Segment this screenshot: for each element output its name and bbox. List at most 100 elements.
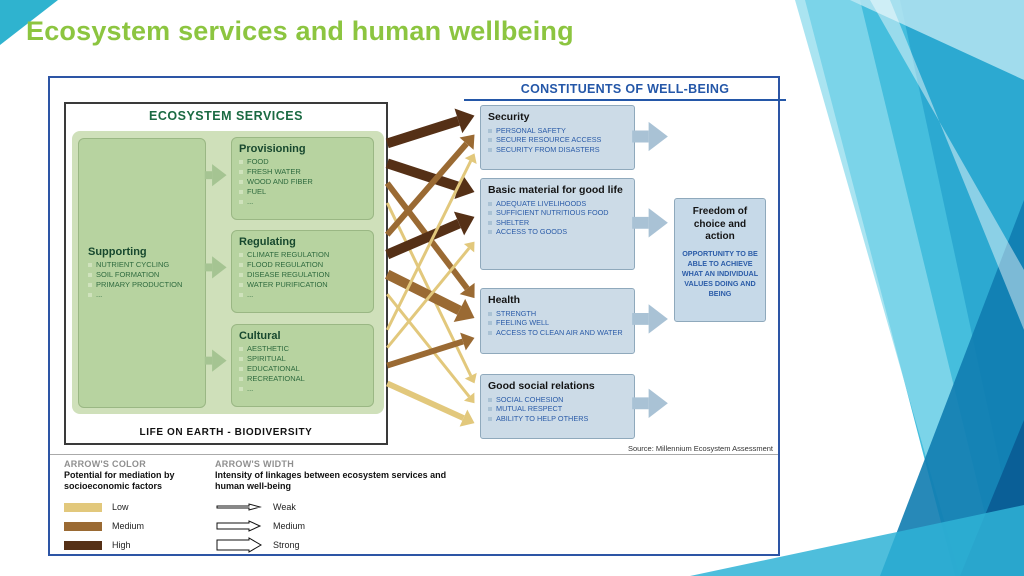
bullet-icon (239, 292, 243, 297)
cultural-title: Cultural (239, 330, 281, 342)
item-label: SOIL FORMATION (96, 270, 160, 280)
item-label: PERSONAL SAFETY (496, 125, 566, 135)
item-label: AESTHETIC (247, 344, 290, 353)
list-item: ... (239, 384, 366, 394)
item-label: SPIRITUAL (247, 353, 286, 363)
list-item: SECURE RESOURCE ACCESS (488, 135, 627, 145)
bullet-icon (488, 147, 492, 152)
bullet-icon (488, 211, 492, 216)
item-label: STRENGTH (496, 308, 537, 318)
list-item: PRIMARY PRODUCTION (88, 280, 198, 290)
list-item: DISEASE REGULATION (239, 270, 366, 280)
item-label: WATER PURIFICATION (247, 279, 328, 289)
item-label: ACCESS TO GOODS (496, 227, 568, 237)
list-item: ADEQUATE LIVELIHOODS (488, 199, 627, 209)
bullet-icon (239, 199, 243, 204)
list-item: PERSONAL SAFETY (488, 126, 627, 136)
item-label: ... (96, 289, 103, 299)
weak-arrow-icon (216, 503, 262, 511)
list-item: WOOD AND FIBER (239, 177, 366, 187)
low-color-swatch (64, 502, 102, 512)
list-item: FUEL (239, 187, 366, 197)
security-title: Security (488, 111, 530, 123)
item-label: SOCIAL COHESION (496, 394, 564, 404)
item-label: SECURITY FROM DISASTERS (496, 144, 600, 154)
regulating-title: Regulating (239, 236, 296, 248)
list-item: ACCESS TO CLEAN AIR AND WATER (488, 328, 627, 338)
list-item: ABILITY TO HELP OTHERS (488, 414, 627, 424)
arrow-color-legend: ARROW'S COLOR Potential for mediation by… (64, 459, 214, 555)
list-item: FLOOD REGULATION (239, 260, 366, 270)
health-title: Health (488, 294, 521, 306)
item-label: SHELTER (496, 217, 530, 227)
bullet-icon (239, 347, 243, 351)
item-label: FEELING WELL (496, 318, 550, 328)
item-label: EDUCATIONAL (247, 363, 300, 373)
bullet-icon (239, 376, 243, 381)
item-label: WOOD AND FIBER (247, 176, 313, 186)
list-item: ... (239, 197, 366, 207)
item-label: FUEL (247, 186, 267, 196)
bullet-icon (239, 282, 243, 287)
legend-row-strong: Strong (215, 536, 450, 555)
item-label: FRESH WATER (247, 166, 301, 176)
medium-color-swatch (64, 521, 102, 531)
bullet-icon (239, 179, 243, 184)
bullet-icon (488, 321, 492, 326)
basic-material-title: Basic material for good life (488, 184, 623, 196)
bullet-icon (239, 272, 243, 277)
item-label: FOOD (247, 157, 269, 166)
medium-arrow-icon (216, 520, 262, 532)
item-label: ... (247, 383, 254, 393)
list-item: FOOD (239, 157, 366, 167)
legend-divider (50, 454, 778, 455)
bullet-icon (488, 138, 492, 143)
item-label: ACCESS TO CLEAN AIR AND WATER (496, 327, 623, 337)
item-label: PRIMARY PRODUCTION (96, 280, 183, 289)
bullet-icon (239, 262, 243, 267)
high-color-swatch (64, 540, 102, 550)
legend-row-medium-width: Medium (215, 517, 450, 536)
bullet-icon (488, 416, 492, 421)
item-label: RECREATIONAL (247, 373, 305, 383)
bullet-icon (488, 397, 492, 402)
bullet-icon (239, 253, 243, 257)
legend-row-high: High (64, 536, 214, 555)
item-label: CLIMATE REGULATION (247, 250, 330, 259)
list-item: ... (88, 290, 198, 300)
freedom-title: Freedom of choice and action (692, 206, 748, 242)
bullet-icon (488, 230, 492, 235)
provisioning-title: Provisioning (239, 143, 306, 155)
bullet-icon (88, 273, 92, 278)
list-item: NUTRIENT CYCLING (88, 260, 198, 270)
list-item: ... (239, 290, 366, 300)
page-title: Ecosystem services and human wellbeing (26, 16, 574, 46)
bullet-icon (239, 189, 243, 194)
ecosystem-services-header: ECOSYSTEM SERVICES (149, 109, 303, 123)
arrow-width-header: ARROW'S WIDTH (215, 459, 295, 469)
item-label: MUTUAL RESPECT (496, 404, 563, 414)
bullet-icon (488, 220, 492, 225)
list-item: ACCESS TO GOODS (488, 227, 627, 237)
arrow-width-subheader: Intensity of linkages between ecosystem … (215, 470, 447, 491)
biodiversity-caption: LIFE ON EARTH - BIODIVERSITY (139, 427, 313, 438)
supporting-title: Supporting (88, 246, 147, 259)
bullet-icon (88, 283, 92, 287)
bullet-icon (239, 160, 243, 164)
arrow-color-header: ARROW'S COLOR (64, 459, 147, 469)
bullet-icon (239, 356, 243, 361)
item-label: FLOOD REGULATION (247, 259, 324, 269)
strong-arrow-icon (216, 537, 262, 553)
bullet-icon (239, 386, 243, 391)
legend-row-low: Low (64, 498, 214, 517)
item-label: SECURE RESOURCE ACCESS (496, 135, 602, 145)
